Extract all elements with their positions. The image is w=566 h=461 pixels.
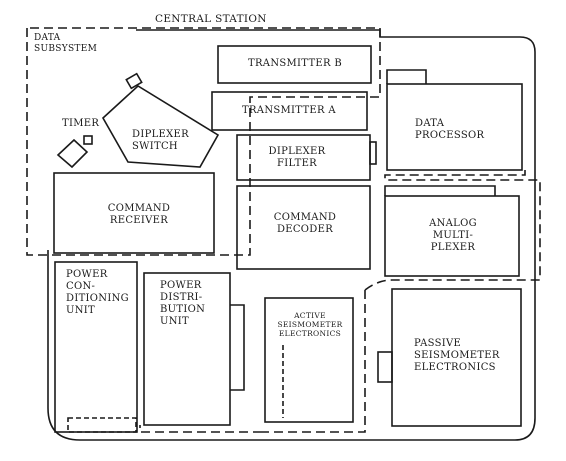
power-distribution-label: POWER DISTRI- BUTION UNIT	[160, 280, 206, 327]
transmitter-a-box	[211, 91, 368, 131]
power-distribution-tab	[230, 304, 245, 391]
timer-box	[56, 138, 89, 169]
central-station-title: CENTRAL STATION	[155, 13, 267, 25]
command-decoder-label: COMMAND DECODER	[273, 212, 337, 235]
passive-seismometer-boundary	[139, 170, 541, 433]
power-conditioning-label: POWER CON- DITIONING UNIT	[66, 269, 129, 316]
diplexer-switch-tab	[125, 72, 143, 90]
diplexer-filter-label: DIPLEXER FILTER	[268, 146, 326, 169]
timer-label: TIMER	[62, 118, 100, 129]
transmitter-b-box	[217, 45, 372, 84]
diplexer-switch-box	[101, 85, 220, 168]
transmitter-b-label: TRANSMITTER B	[248, 58, 342, 69]
data-subsystem-label: DATA SUBSYSTEM	[34, 33, 98, 54]
power-conditioning-foot	[67, 417, 137, 433]
power-distribution-box	[143, 272, 231, 426]
transmitter-a-label: TRANSMITTER A	[242, 105, 336, 116]
active-seismometer-box	[264, 297, 354, 423]
data-processor-step	[386, 69, 427, 84]
analog-multiplexer-box	[384, 195, 520, 277]
diplexer-filter-port	[369, 141, 377, 165]
passive-seismometer-label: PASSIVE SEISMOMETER ELECTRONICS	[414, 338, 500, 373]
analog-multiplexer-step	[384, 185, 496, 196]
timer-knob	[83, 135, 93, 145]
data-subsystem-boundary	[26, 27, 381, 256]
diplexer-switch-label: DIPLEXER SWITCH	[132, 129, 189, 152]
analog-multiplexer-label: ANALOG MULTI- PLEXER	[429, 218, 477, 253]
command-receiver-label: COMMAND RECEIVER	[107, 203, 171, 226]
passive-seismometer-port	[377, 351, 393, 383]
command-receiver-box	[53, 172, 215, 254]
data-processor-box	[386, 83, 523, 171]
data-processor-label: DATA PROCESSOR	[415, 118, 485, 141]
command-decoder-box	[236, 185, 371, 270]
active-seismometer-label: ACTIVE SEISMOMETER ELECTRONICS	[277, 311, 343, 338]
